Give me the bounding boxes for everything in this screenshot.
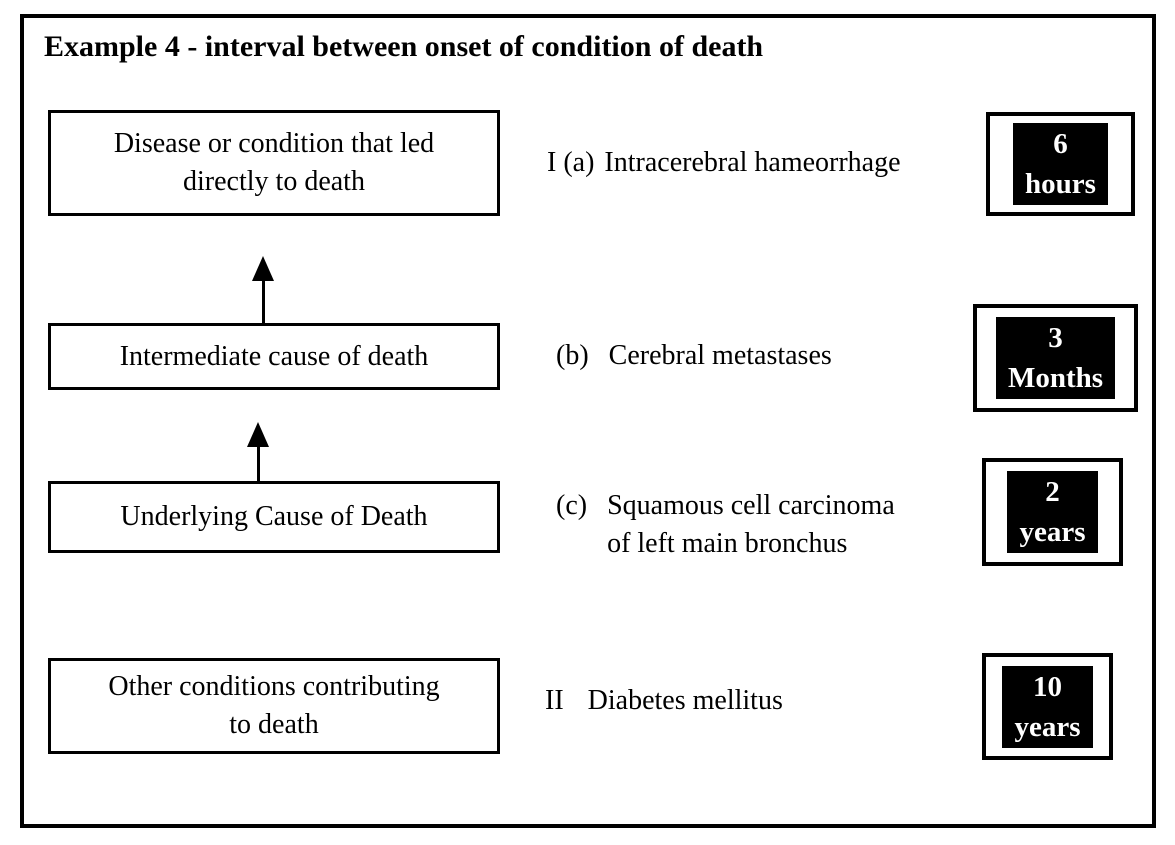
entry-prefix: II xyxy=(545,685,564,716)
up-arrow-stem xyxy=(256,447,260,482)
interval-chip: 10 years xyxy=(1002,665,1093,748)
page-title: Example 4 - interval between onset of co… xyxy=(44,30,764,63)
interval-chip: 6 hours xyxy=(1013,123,1108,205)
entry-prefix: (c) xyxy=(556,490,588,521)
up-arrow-icon xyxy=(247,422,269,482)
entry-prefix: I (a) xyxy=(547,147,595,178)
interval-box-intermediate: 3 Months xyxy=(973,304,1138,412)
entry-ib: (b) Cerebral metastases xyxy=(556,337,832,375)
entry-cause: Diabetes mellitus xyxy=(587,685,783,716)
box-direct-cause: Disease or condition that led directly t… xyxy=(48,110,500,216)
up-arrow-icon xyxy=(252,256,274,323)
interval-value: 2 xyxy=(1045,476,1060,508)
entry-cause: Cerebral metastases xyxy=(608,340,832,371)
box-other-conditions: Other conditions contributing to death xyxy=(48,658,500,754)
interval-box-underlying: 2 years xyxy=(982,458,1123,566)
interval-chip: 3 Months xyxy=(995,317,1116,399)
up-arrow-stem xyxy=(261,281,265,323)
interval-value: 10 xyxy=(1033,670,1062,703)
entry-ia: I (a) Intracerebral hameorrhage xyxy=(547,144,901,182)
entry-cause: Squamous cell carcinoma of left main bro… xyxy=(607,490,895,559)
interval-unit: years xyxy=(1019,516,1086,548)
box-intermediate-cause: Intermediate cause of death xyxy=(48,323,500,390)
interval-unit: years xyxy=(1014,710,1081,743)
interval-chip: 2 years xyxy=(1007,471,1098,553)
up-arrow-head xyxy=(252,256,274,281)
entry-prefix: (b) xyxy=(556,340,589,371)
box-underlying-cause: Underlying Cause of Death xyxy=(48,481,500,553)
interval-unit: Months xyxy=(1007,362,1104,394)
interval-box-direct: 6 hours xyxy=(986,112,1135,216)
interval-box-other: 10 years xyxy=(982,653,1113,760)
entry-cause: Intracerebral hameorrhage xyxy=(604,147,901,178)
interval-value: 3 xyxy=(1048,322,1063,354)
interval-value: 6 xyxy=(1053,128,1068,160)
interval-unit: hours xyxy=(1025,168,1096,200)
entry-ic: (c) Squamous cell carcinoma of left main… xyxy=(556,487,895,563)
entry-ii: II Diabetes mellitus xyxy=(545,682,783,720)
up-arrow-head xyxy=(247,422,269,447)
